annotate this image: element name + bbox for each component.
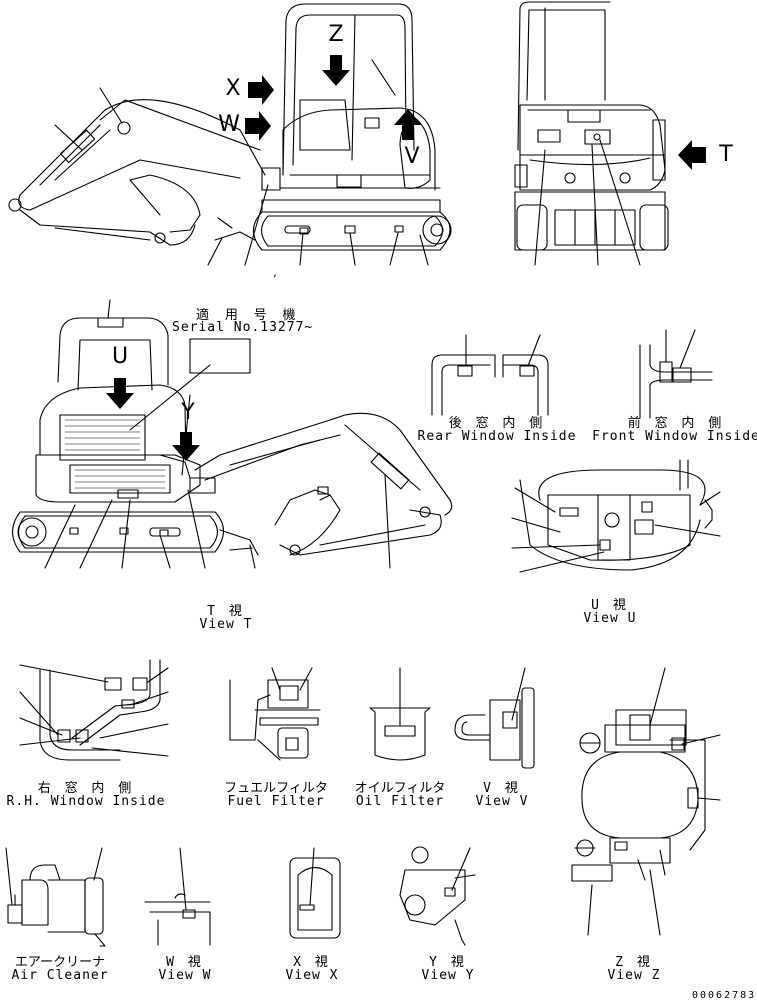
rear-window-en: Rear Window Inside: [417, 429, 577, 444]
fuel-filter-en: Fuel Filter: [227, 794, 325, 809]
arrow-label-t: T: [719, 142, 733, 167]
rear-window-inside-detail: [432, 335, 548, 415]
arrow-label-v: V: [404, 144, 420, 169]
comma-mark: ,: [272, 268, 279, 279]
view-u-detail: [512, 460, 720, 572]
view-y-en: View Y: [421, 968, 475, 983]
view-z-detail: [572, 668, 720, 935]
view-arrows-top: [245, 55, 422, 141]
view-w-en: View W: [158, 968, 212, 983]
arrow-label-y: Y: [181, 400, 195, 425]
excavator-side-view-right: [13, 300, 452, 568]
serial-jp: 適 用 号 機: [196, 308, 300, 323]
fuel-filter-detail: [230, 668, 320, 760]
excavator-side-view-left: [9, 4, 451, 265]
front-window-inside-detail: [640, 330, 712, 418]
air-cleaner-detail: [6, 848, 105, 946]
oil-filter-en: Oil Filter: [355, 794, 445, 809]
view-x-jp: X 視: [293, 955, 331, 970]
arrow-label-x: X: [225, 76, 241, 101]
front-window-jp: 前 窓 内 側: [627, 416, 725, 431]
view-x-en: View X: [285, 968, 339, 983]
serial-en: Serial No.13277~: [172, 320, 314, 335]
serial-label-box: [190, 339, 250, 373]
oil-filter-jp: オイルフィルタ: [354, 781, 446, 796]
view-t-en: View T: [199, 617, 253, 632]
view-v-en: View V: [475, 794, 529, 809]
view-v-detail: [455, 668, 534, 768]
view-u-en: View U: [583, 611, 637, 626]
oil-filter-detail: [370, 668, 430, 760]
fuel-filter-jp: フュエルフィルタ: [224, 781, 328, 796]
view-z-jp: Z 視: [615, 955, 653, 970]
front-window-en: Front Window Inside: [592, 429, 757, 444]
excavator-rear-view: [515, 2, 668, 265]
arrow-label-z: Z: [328, 22, 344, 47]
arrow-label-u: U: [111, 344, 129, 369]
rh-window-inside-detail: [20, 660, 168, 760]
view-y-detail: [400, 847, 475, 945]
rh-window-jp: 右 窓 内 側: [37, 781, 135, 796]
arrow-label-w: W: [218, 112, 240, 137]
drawing-number: 00062783: [692, 990, 757, 1001]
view-z-en: View Z: [607, 968, 661, 983]
arrow-t: [678, 140, 706, 170]
rh-window-en: R.H. Window Inside: [6, 794, 166, 809]
view-t-jp: T 視: [207, 604, 245, 619]
air-cleaner-en: Air Cleaner: [11, 968, 109, 983]
rear-window-jp: 後 窓 内 側: [448, 416, 546, 431]
view-arrows-middle: [106, 378, 200, 461]
view-w-jp: W 視: [166, 955, 204, 970]
view-w-detail: [145, 848, 210, 945]
view-v-jp: V 視: [483, 781, 521, 796]
view-x-detail: [290, 848, 340, 938]
view-u-jp: U 視: [591, 598, 629, 613]
view-y-jp: Y 視: [429, 955, 467, 970]
air-cleaner-jp: エアークリーナ: [14, 955, 106, 970]
